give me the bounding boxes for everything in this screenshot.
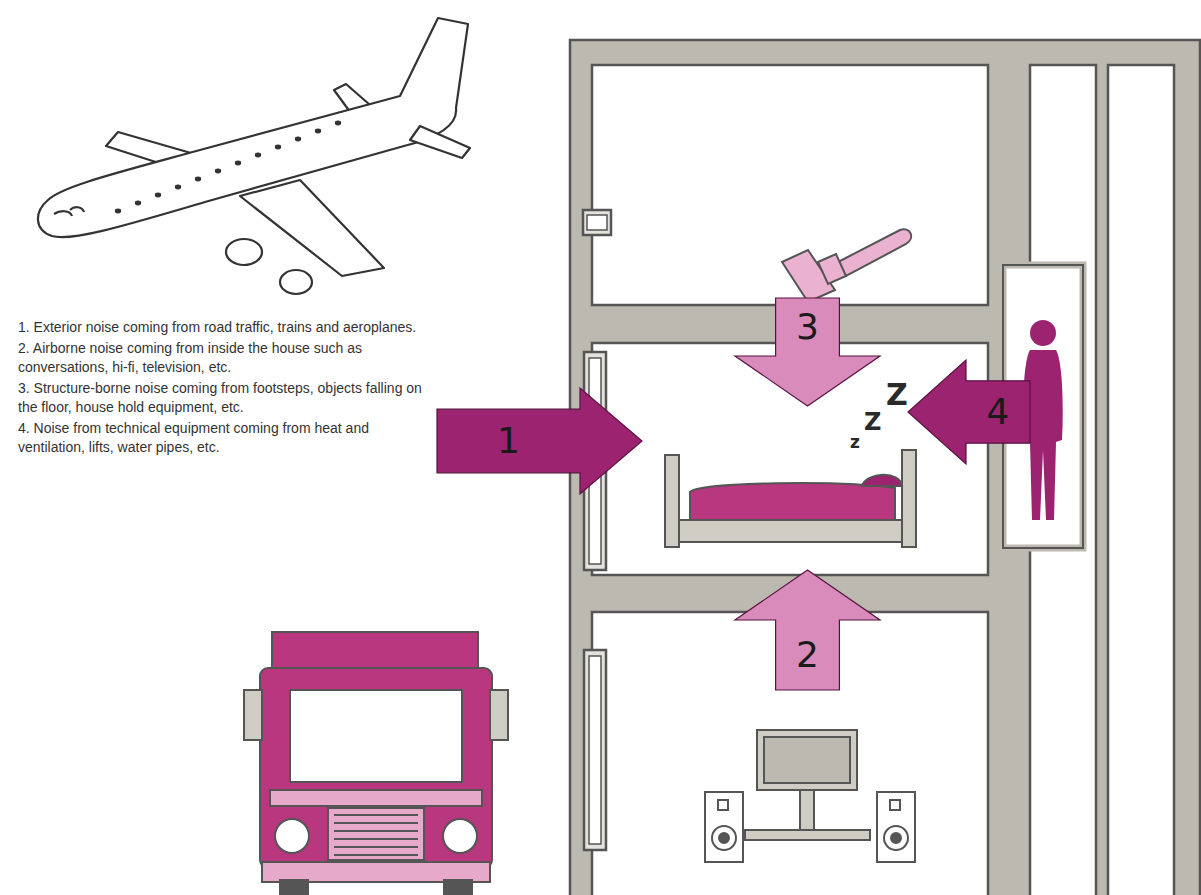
hifi-symbol: [705, 730, 915, 862]
plane-window: [295, 137, 301, 142]
building: [570, 40, 1200, 895]
sleep-letter: Z: [864, 410, 881, 434]
noise-arrow: 1: [437, 388, 642, 494]
arrow-outline: [735, 570, 880, 690]
plane-window: [215, 169, 221, 174]
note-text: 2. Airborne noise coming from inside the…: [18, 339, 438, 377]
noise-arrow: 4: [908, 360, 1030, 464]
plane-window: [155, 193, 161, 198]
plane-window: [335, 121, 341, 126]
callout-number: 1: [497, 423, 520, 459]
window-pane: [589, 656, 601, 844]
arrow-outline: [908, 360, 1030, 464]
arrow-outline: [437, 388, 642, 494]
window-pane: [587, 215, 607, 230]
grille-bar: [334, 846, 418, 848]
room-top: [592, 65, 988, 305]
note-text: 1. Exterior noise coming from road traff…: [18, 318, 438, 337]
sleep-letter: z: [850, 434, 860, 451]
arrow-outline: [735, 298, 880, 406]
note-text: 4. Noise from technical equipment coming…: [18, 419, 438, 457]
grille-bar: [334, 838, 418, 840]
plane-window: [255, 153, 261, 158]
plane-window: [115, 209, 121, 214]
grille-bar: [334, 854, 418, 856]
callout-number: 4: [987, 394, 1010, 430]
noise-arrow: 3: [735, 298, 880, 406]
bed-symbol: [665, 450, 916, 547]
grille-bar: [334, 830, 418, 832]
window: [583, 210, 611, 235]
arrow-shape: [908, 360, 1030, 464]
plane-window: [315, 129, 321, 134]
note-text: 3. Structure-borne noise coming from foo…: [18, 379, 438, 417]
sleep-letter: Z: [886, 380, 908, 410]
plane-window: [235, 161, 241, 166]
callout-number: 3: [796, 309, 819, 345]
plane-window: [135, 201, 141, 206]
grille-bar: [334, 814, 418, 816]
plane-window: [195, 177, 201, 182]
arrow-shape: [437, 388, 642, 494]
plane-window: [175, 185, 181, 190]
callout-number: 2: [796, 637, 819, 673]
plane-window: [275, 145, 281, 150]
legend-list: 1. Exterior noise coming from road traff…: [18, 318, 438, 459]
pipe-shaft: [1108, 65, 1174, 895]
aeroplane-drawing: [38, 18, 470, 294]
window: [584, 650, 606, 850]
truck-drawing: [244, 632, 508, 895]
noise-arrow: 2: [735, 570, 880, 690]
grille-bar: [334, 822, 418, 824]
hammer-symbol: [782, 229, 911, 302]
